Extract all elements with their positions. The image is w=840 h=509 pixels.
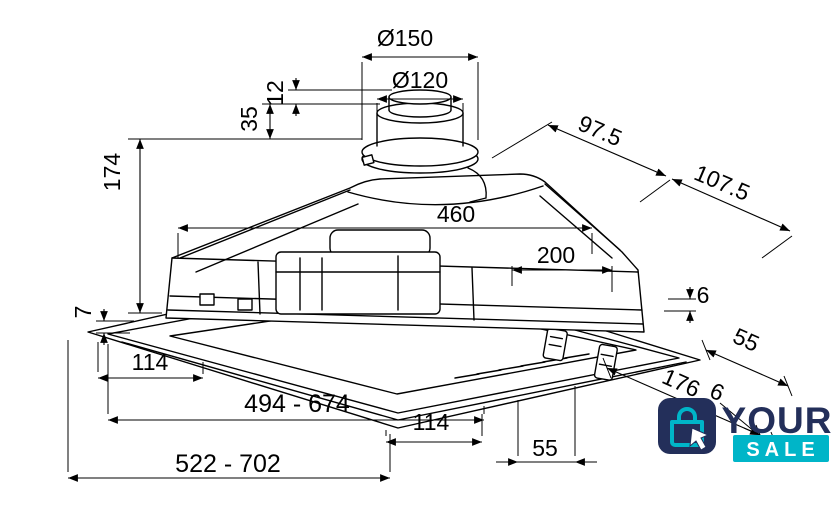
your-sale-logo: YOUR SALE [658, 398, 833, 462]
filter-latch [237, 298, 253, 311]
dim-depth-55: 55 [729, 323, 763, 357]
motor-box [275, 251, 441, 315]
dim-overall-range: 522 - 702 [175, 450, 281, 478]
dim-rim-height: 12 [262, 80, 288, 106]
logo-word-sale: SALE [746, 439, 819, 461]
dim-flange-diameter: Ø150 [377, 25, 433, 51]
dim-rim-thickness-left: 7 [70, 306, 96, 319]
dim-duct-offset-2: 107.5 [691, 159, 754, 205]
mounting-brackets [542, 327, 618, 381]
dim-front-55: 55 [532, 435, 558, 461]
dim-front-114: 114 [413, 409, 450, 435]
shopping-bag-icon [658, 398, 716, 454]
non-return-tab [467, 167, 487, 203]
dim-duct-diameter: Ø120 [392, 67, 448, 93]
dim-housing-depth: 200 [537, 242, 575, 268]
dim-side-114: 114 [132, 349, 169, 375]
dim-body-height: 174 [99, 153, 125, 192]
dim-housing-width: 460 [437, 201, 475, 227]
dimension-lines [67, 53, 793, 482]
dim-rim-thickness-right: 6 [697, 282, 710, 308]
filter-latch [199, 293, 215, 306]
dim-duct-offset-1: 97.5 [574, 110, 625, 151]
duct-collar [361, 89, 487, 203]
logo-sale-badge [733, 435, 829, 462]
logo-word-your: YOUR [722, 400, 833, 441]
dim-depth-176: 176 [658, 363, 704, 402]
cursor-icon [689, 427, 710, 451]
collar-clip [361, 154, 375, 166]
vent-slots [454, 353, 590, 379]
dim-cutout-range: 494 - 674 [244, 390, 350, 418]
dim-collar-height: 35 [236, 106, 262, 132]
